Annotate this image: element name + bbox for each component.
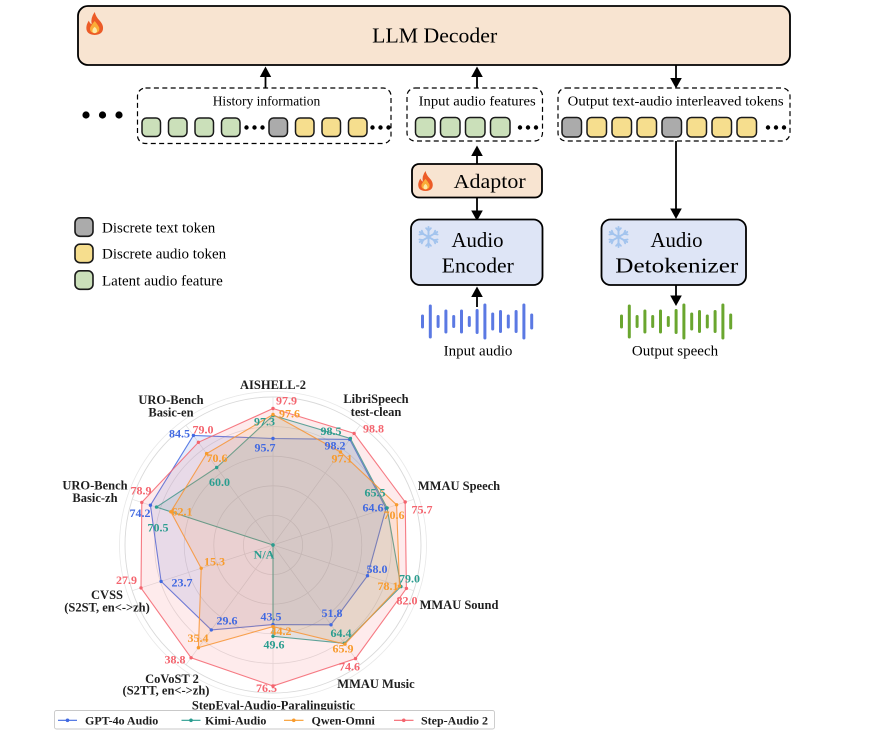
svg-text:49.6: 49.6 <box>264 638 285 652</box>
svg-text:Audio: Audio <box>452 228 504 252</box>
svg-text:23.7: 23.7 <box>172 576 193 590</box>
svg-text:98.8: 98.8 <box>363 422 384 436</box>
svg-text:AISHELL-2: AISHELL-2 <box>240 378 306 392</box>
svg-text:Latent audio feature: Latent audio feature <box>102 273 223 289</box>
svg-text:44.2: 44.2 <box>271 624 292 638</box>
svg-text:Detokenizer: Detokenizer <box>615 254 738 278</box>
svg-text:Adaptor: Adaptor <box>454 172 527 193</box>
svg-text:URO-Bench: URO-Bench <box>62 479 127 493</box>
svg-text:Input audio features: Input audio features <box>419 94 536 109</box>
svg-text:38.8: 38.8 <box>165 653 186 667</box>
svg-text:Audio: Audio <box>651 228 703 252</box>
svg-text:98.2: 98.2 <box>325 439 346 453</box>
svg-text:98.5: 98.5 <box>321 424 342 438</box>
svg-text:Discrete audio token: Discrete audio token <box>102 247 227 263</box>
svg-text:97.3: 97.3 <box>254 415 275 429</box>
svg-text:58.0: 58.0 <box>367 562 388 576</box>
svg-text:51.8: 51.8 <box>322 606 343 620</box>
svg-text:Input audio: Input audio <box>444 344 513 360</box>
svg-text:64.6: 64.6 <box>363 501 384 515</box>
svg-text:Output text-audio interleaved: Output text-audio interleaved tokens <box>568 94 784 109</box>
svg-text:test-clean: test-clean <box>351 405 402 419</box>
svg-text:MMAU Music: MMAU Music <box>337 677 415 691</box>
svg-text:LibriSpeech: LibriSpeech <box>343 392 408 406</box>
svg-text:65.5: 65.5 <box>365 486 386 500</box>
svg-text:74.6: 74.6 <box>339 660 360 674</box>
svg-text:70.6: 70.6 <box>207 451 228 465</box>
svg-text:Basic-zh: Basic-zh <box>72 491 117 505</box>
svg-text:29.6: 29.6 <box>217 614 238 628</box>
svg-text:79.0: 79.0 <box>193 423 214 437</box>
svg-text:75.7: 75.7 <box>412 503 433 517</box>
svg-text:Qwen-Omni: Qwen-Omni <box>312 713 376 727</box>
svg-text:84.5: 84.5 <box>169 427 190 441</box>
svg-text:79.0: 79.0 <box>399 572 420 586</box>
svg-text:Step-Audio 2: Step-Audio 2 <box>421 713 488 727</box>
svg-text:N/A: N/A <box>254 548 275 562</box>
svg-text:LLM Decoder: LLM Decoder <box>372 24 497 48</box>
svg-text:MMAU Speech: MMAU Speech <box>418 479 500 493</box>
svg-text:35.4: 35.4 <box>188 631 209 645</box>
svg-text:76.5: 76.5 <box>256 681 277 695</box>
svg-text:65.9: 65.9 <box>333 642 354 656</box>
svg-text:97.6: 97.6 <box>279 407 300 421</box>
svg-text:78.1: 78.1 <box>378 579 399 593</box>
svg-text:74.2: 74.2 <box>130 506 151 520</box>
svg-text:CoVoST 2: CoVoST 2 <box>145 672 199 686</box>
svg-text:97.9: 97.9 <box>276 394 297 408</box>
svg-text:62.1: 62.1 <box>172 505 193 519</box>
svg-text:70.5: 70.5 <box>148 521 169 535</box>
svg-text:(S2ST, en<->zh): (S2ST, en<->zh) <box>64 601 150 615</box>
svg-text:Output speech: Output speech <box>632 344 719 360</box>
svg-text:15.3: 15.3 <box>204 555 225 569</box>
svg-text:MMAU Sound: MMAU Sound <box>420 598 499 612</box>
svg-text:43.5: 43.5 <box>261 610 282 624</box>
svg-text:CVSS: CVSS <box>91 588 123 602</box>
svg-text:97.1: 97.1 <box>332 452 353 466</box>
svg-text:82.0: 82.0 <box>397 594 418 608</box>
svg-text:(S2TT, en<->zh): (S2TT, en<->zh) <box>123 684 210 698</box>
svg-text:History information: History information <box>213 94 321 109</box>
svg-text:95.7: 95.7 <box>255 441 276 455</box>
svg-text:Basic-en: Basic-en <box>148 406 193 420</box>
svg-text:Discrete text token: Discrete text token <box>102 220 216 236</box>
svg-text:Encoder: Encoder <box>442 254 514 278</box>
svg-text:GPT-4o Audio: GPT-4o Audio <box>85 713 158 727</box>
svg-text:StepEval-Audio-Paralinguistic: StepEval-Audio-Paralinguistic <box>192 699 356 713</box>
svg-text:78.9: 78.9 <box>131 484 152 498</box>
svg-text:70.6: 70.6 <box>384 508 405 522</box>
svg-text:URO-Bench: URO-Bench <box>138 393 203 407</box>
svg-text:27.9: 27.9 <box>116 573 137 587</box>
svg-text:60.0: 60.0 <box>209 475 230 489</box>
svg-text:64.4: 64.4 <box>331 626 352 640</box>
svg-text:Kimi-Audio: Kimi-Audio <box>205 713 266 727</box>
